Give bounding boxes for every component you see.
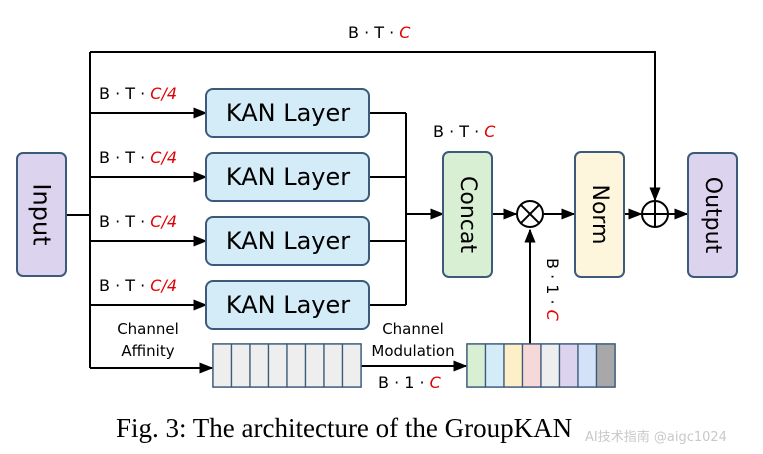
kan-layer-box [205, 280, 370, 330]
output-block: Output [687, 152, 738, 278]
modulation-cell [595, 343, 616, 388]
branch-dims-label-3: B · T · C/4 [99, 212, 177, 231]
input-box [16, 152, 67, 277]
residual-arrow [90, 51, 661, 202]
channel-modulation-line2: Modulation [371, 342, 454, 360]
affinity-cell [267, 343, 288, 388]
add-operator [641, 200, 669, 228]
kan-layer-4: KAN Layer [205, 280, 370, 330]
kan-layer-3: KAN Layer [205, 216, 370, 266]
kan-layer-label: KAN Layer [226, 99, 350, 127]
branch-dims-label-4: B · T · C/4 [99, 276, 177, 295]
top-dims-label: B · T · C [348, 23, 411, 42]
multiply-operator [516, 200, 544, 228]
kan-layer-2: KAN Layer [205, 152, 370, 202]
kan-layer-box [205, 216, 370, 266]
norm-box [574, 151, 625, 278]
multiply-cross-b [520, 204, 540, 224]
affinity-cell [249, 343, 270, 388]
input-label: Input [28, 183, 56, 245]
modulation-cell [577, 343, 598, 388]
affinity-cell [230, 343, 251, 388]
kan-layer-box [205, 88, 370, 138]
vertical-dims-label: B · 1 · C [543, 258, 562, 322]
branch-dims-label-2: B · T · C/4 [99, 148, 177, 167]
kan-layer-label: KAN Layer [226, 163, 350, 191]
channel-affinity-line2: Affinity [121, 342, 174, 360]
watermark: AI技术指南 @aigc1024 [585, 429, 727, 445]
kan-layer-1: KAN Layer [205, 88, 370, 138]
branch-dims-label-1: B · T · C/4 [99, 84, 177, 103]
norm-block: Norm [574, 151, 625, 278]
modulation-cell [540, 343, 561, 388]
concat-label: Concat [455, 176, 480, 253]
channel-modulation-strip [466, 343, 616, 388]
affinity-cell [304, 343, 325, 388]
kan-layer-label: KAN Layer [226, 227, 350, 255]
kan-layer-label: KAN Layer [226, 291, 350, 319]
modulation-cell [521, 343, 542, 388]
affinity-cell [212, 343, 233, 388]
modulation-cell [466, 343, 487, 388]
modulation-dims-label: B · 1 · C [378, 373, 442, 392]
output-label: Output [700, 177, 725, 254]
input-block: Input [16, 152, 67, 277]
channel-affinity-line1: Channel [117, 320, 179, 338]
modulation-cell [558, 343, 579, 388]
channel-affinity-strip [212, 343, 362, 388]
figure-caption: Fig. 3: The architecture of the GroupKAN [116, 413, 572, 443]
affinity-cell [341, 343, 362, 388]
concat-dims-label: B · T · C [433, 122, 496, 141]
channel-modulation-line1: Channel [382, 320, 444, 338]
affinity-cell [323, 343, 344, 388]
concat-box [442, 151, 493, 278]
output-box [687, 152, 738, 278]
norm-label: Norm [587, 184, 612, 244]
kan-layer-box [205, 152, 370, 202]
modulation-cell [503, 343, 524, 388]
connectors [66, 51, 689, 374]
affinity-cell [286, 343, 307, 388]
concat-block: Concat [442, 151, 493, 278]
modulation-cell [484, 343, 505, 388]
